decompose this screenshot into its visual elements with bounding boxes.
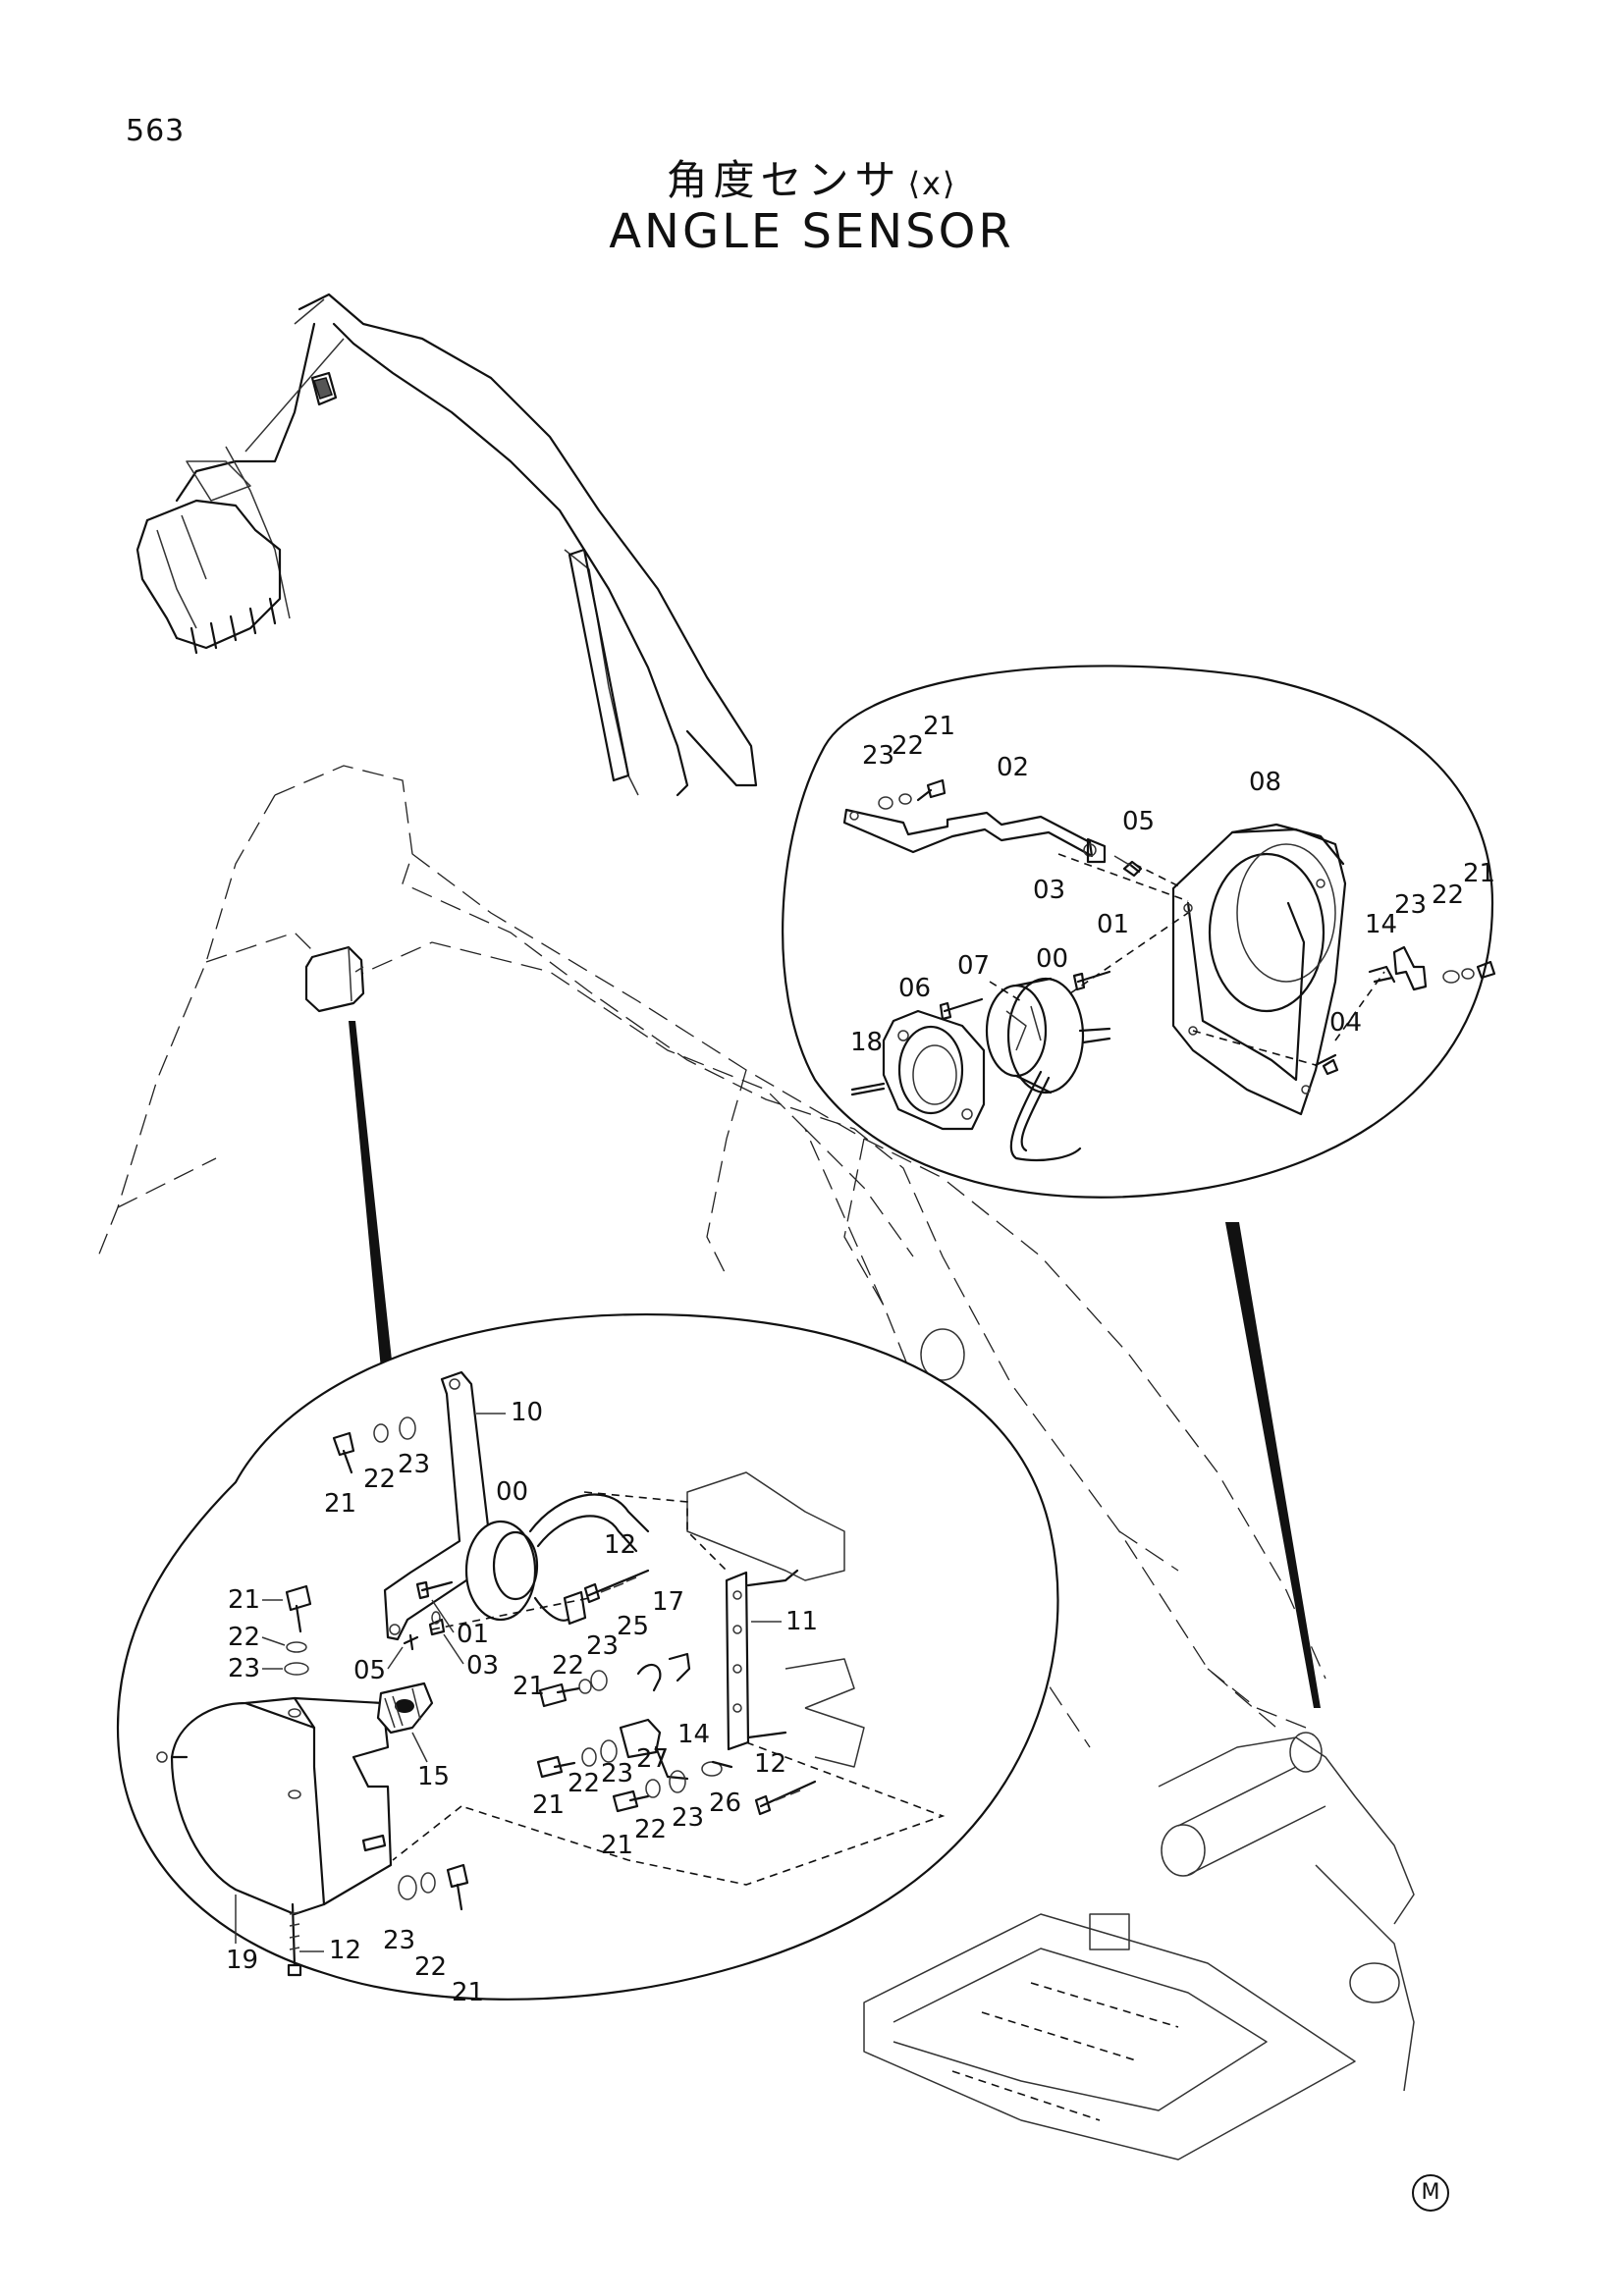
callout-l-23e: 23 xyxy=(672,1803,704,1833)
callout-l-21a: 21 xyxy=(324,1489,356,1519)
callout-u-02: 02 xyxy=(997,753,1029,782)
callout-l-23b: 23 xyxy=(228,1654,260,1683)
callout-u-05: 05 xyxy=(1122,807,1155,836)
boom-sensor-location xyxy=(304,945,365,1013)
lower-detail-callouts: 10 21 22 23 00 21 22 23 05 01 03 12 23 2… xyxy=(226,1398,818,2007)
callout-l-21d: 21 xyxy=(532,1790,565,1820)
title-japanese: 角度センサ⟨x⟩ xyxy=(0,147,1623,207)
leader-wedge-upper xyxy=(1225,1222,1321,1708)
callout-l-22c: 22 xyxy=(552,1651,584,1681)
title-jp-text: 角度センサ xyxy=(666,156,902,204)
callout-u-22: 22 xyxy=(892,731,924,761)
callout-u-08: 08 xyxy=(1249,768,1281,797)
callout-l-26: 26 xyxy=(709,1789,741,1818)
main-boom-foot xyxy=(1158,1732,1415,1925)
callout-l-23c: 23 xyxy=(586,1631,619,1661)
callout-l-22b: 22 xyxy=(228,1623,260,1652)
callout-l-00: 00 xyxy=(496,1477,528,1507)
upper-detail-panel xyxy=(782,665,1496,1199)
callout-l-03: 03 xyxy=(466,1651,499,1681)
manufacturer-mark: M xyxy=(1412,2174,1449,2212)
callout-u-21: 21 xyxy=(923,712,955,741)
callout-u-14: 14 xyxy=(1365,910,1397,939)
callout-u-00: 00 xyxy=(1036,944,1068,974)
callout-u-18: 18 xyxy=(850,1028,883,1057)
upper-frame-outline xyxy=(863,1864,1415,2161)
callout-l-21c: 21 xyxy=(513,1672,545,1701)
upper-detail-callouts: 23 22 21 02 05 03 08 21 22 23 14 01 00 0… xyxy=(850,712,1495,1057)
callout-l-17: 17 xyxy=(652,1587,684,1617)
callout-l-15: 15 xyxy=(417,1762,450,1791)
callout-u-04: 04 xyxy=(1329,1008,1362,1038)
overview-boom-arm xyxy=(175,293,758,797)
callout-l-11: 11 xyxy=(785,1607,818,1636)
callout-l-22f: 22 xyxy=(414,1952,447,1982)
lower-detail-panel xyxy=(116,1313,1059,2001)
callout-l-12c: 12 xyxy=(329,1936,361,1965)
callout-l-22d: 22 xyxy=(568,1769,600,1798)
callout-l-25: 25 xyxy=(617,1612,649,1641)
callout-l-12a: 12 xyxy=(604,1530,636,1560)
callout-l-21e: 21 xyxy=(601,1831,633,1860)
callout-l-19: 19 xyxy=(226,1946,258,1975)
title-english: ANGLE SENSOR xyxy=(609,204,1014,259)
callout-l-23a: 23 xyxy=(398,1450,430,1479)
callout-u-06: 06 xyxy=(898,974,931,1003)
callout-l-21b: 21 xyxy=(228,1585,260,1615)
leader-wedge-lower xyxy=(349,1021,393,1369)
title-jp-suffix: ⟨x⟩ xyxy=(907,165,957,202)
callout-l-22a: 22 xyxy=(363,1465,396,1494)
callout-l-12b: 12 xyxy=(754,1749,786,1779)
callout-l-05: 05 xyxy=(353,1656,386,1685)
callout-u-07: 07 xyxy=(957,951,990,981)
callout-u-23: 23 xyxy=(862,741,894,771)
callout-l-22e: 22 xyxy=(634,1815,667,1844)
main-boom-outline xyxy=(97,765,1326,1748)
callout-l-14: 14 xyxy=(677,1720,710,1749)
callout-l-10: 10 xyxy=(511,1398,543,1427)
callout-l-21f: 21 xyxy=(452,1978,484,2007)
callout-u-03: 03 xyxy=(1033,876,1065,905)
callout-l-23d: 23 xyxy=(601,1759,633,1789)
callout-u-01: 01 xyxy=(1097,910,1129,939)
callout-l-23f: 23 xyxy=(383,1926,415,1955)
overview-bucket xyxy=(135,460,282,655)
callout-l-01: 01 xyxy=(457,1620,489,1649)
page-number: 563 xyxy=(126,114,186,148)
callout-l-27: 27 xyxy=(636,1744,669,1774)
callout-u-21b: 21 xyxy=(1463,859,1495,888)
callout-u-22b: 22 xyxy=(1432,881,1464,910)
callout-u-23b: 23 xyxy=(1394,890,1427,920)
